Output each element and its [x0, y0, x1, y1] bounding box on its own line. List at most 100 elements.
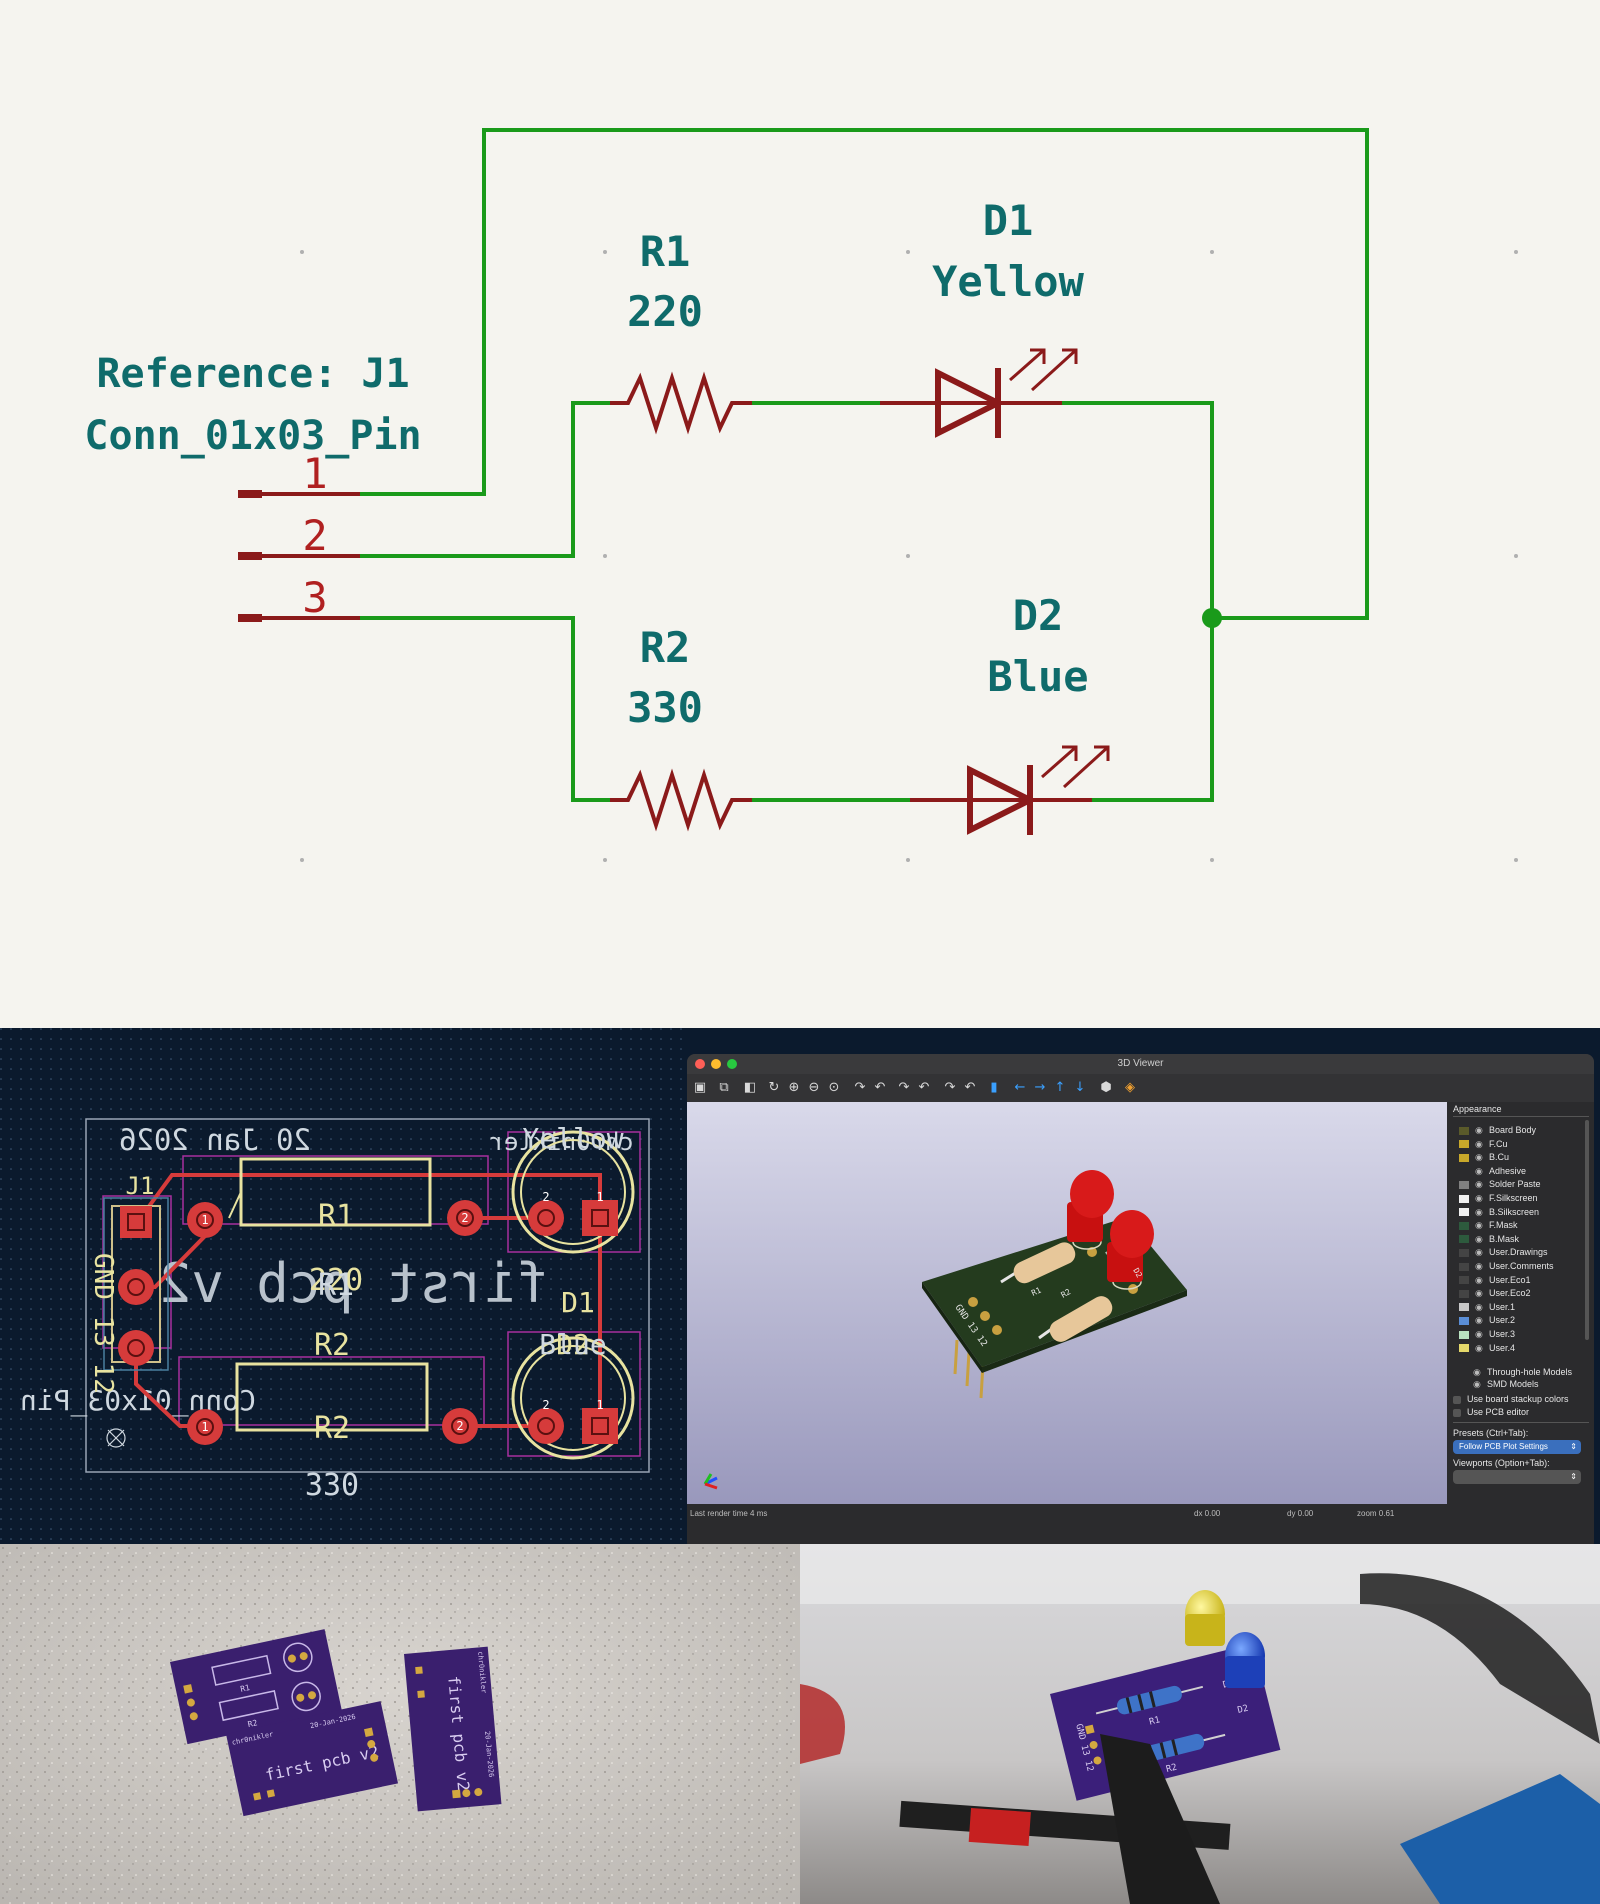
- layer-color-swatch[interactable]: [1459, 1317, 1469, 1326]
- maximize-window-button[interactable]: [727, 1059, 737, 1069]
- zoom-in-icon[interactable]: ⊕: [788, 1080, 800, 1095]
- rotate-x-cw-icon[interactable]: ↷: [854, 1080, 866, 1095]
- layer-row[interactable]: ◉User.Comments: [1459, 1260, 1554, 1272]
- 3d-viewer-window[interactable]: 3D Viewer ▣ ⧉ ◧ ↻ ⊕ ⊖ ⊙ ↷ ↶ ↷ ↶ ↷ ↶ ▮ ← …: [687, 1054, 1594, 1544]
- visible-eye-icon[interactable]: ◉: [1475, 1233, 1483, 1244]
- visible-eye-icon[interactable]: ◉: [1475, 1342, 1483, 1353]
- footprint-r1[interactable]: 1 2 R1 220 R1: [187, 1157, 483, 1303]
- flip-board-icon[interactable]: ▮: [990, 1080, 998, 1095]
- visible-eye-icon[interactable]: ◉: [1475, 1179, 1483, 1190]
- layer-color-swatch[interactable]: [1459, 1153, 1469, 1162]
- photo-resistor-r1: [1116, 1685, 1182, 1715]
- layer-color-swatch[interactable]: [1459, 1194, 1469, 1203]
- footprint-r2[interactable]: 1 2 R2 R2 330: [187, 1328, 478, 1503]
- pcb-editor-panel[interactable]: 20 Jan 2026 chr0nikler first pcb v2 Conn…: [0, 1028, 686, 1544]
- raytrace-icon[interactable]: ◧: [743, 1080, 757, 1095]
- rotate-y-ccw-icon[interactable]: ↶: [918, 1080, 930, 1095]
- layer-row[interactable]: ◉F.Silkscreen: [1459, 1192, 1538, 1204]
- layer-row[interactable]: ◉Adhesive: [1459, 1165, 1526, 1177]
- layer-row[interactable]: ◉ User.1: [1459, 1301, 1515, 1313]
- resistor-r1[interactable]: R1 220: [610, 227, 752, 435]
- layer-row[interactable]: ◉F.Mask: [1459, 1219, 1518, 1231]
- layer-toggle-through-hole[interactable]: ◉Through-hole Models: [1473, 1366, 1572, 1378]
- move-left-icon[interactable]: ←: [1014, 1080, 1026, 1095]
- visible-eye-icon[interactable]: ◉: [1475, 1315, 1483, 1326]
- rotate-z-cw-icon[interactable]: ↷: [944, 1080, 956, 1095]
- layer-color-swatch[interactable]: [1459, 1235, 1469, 1244]
- resistor-r2[interactable]: R2 330: [610, 623, 752, 832]
- copy-clipboard-icon[interactable]: ⧉: [719, 1080, 729, 1095]
- rotate-z-ccw-icon[interactable]: ↶: [964, 1080, 976, 1095]
- layer-list-scrollbar[interactable]: [1585, 1120, 1589, 1340]
- layer-color-swatch[interactable]: [1459, 1344, 1469, 1353]
- layer-row[interactable]: ◉User.3: [1459, 1328, 1515, 1340]
- layer-name: User.1: [1489, 1301, 1516, 1312]
- visible-eye-icon[interactable]: ◉: [1473, 1367, 1481, 1377]
- layer-color-swatch[interactable]: [1459, 1221, 1469, 1230]
- layer-row[interactable]: ◉User.4: [1459, 1342, 1515, 1354]
- layer-color-swatch[interactable]: [1459, 1330, 1469, 1339]
- connector-j1[interactable]: 1 2 3 Reference: J1 Conn_01x03_Pin: [84, 351, 422, 622]
- layer-color-swatch[interactable]: [1459, 1167, 1469, 1175]
- use-stackup-colors-checkbox[interactable]: Use board stackup colors: [1453, 1393, 1569, 1405]
- visible-eye-icon[interactable]: ◉: [1475, 1165, 1483, 1176]
- layer-row[interactable]: ◉User.Drawings: [1459, 1246, 1548, 1258]
- layer-color-swatch[interactable]: [1459, 1126, 1469, 1135]
- move-right-icon[interactable]: →: [1034, 1080, 1046, 1095]
- visible-eye-icon[interactable]: ◉: [1475, 1152, 1483, 1163]
- layer-row[interactable]: ◉B.Cu: [1459, 1151, 1509, 1163]
- toggle-layers-icon[interactable]: ◈: [1125, 1080, 1135, 1095]
- rotate-x-ccw-icon[interactable]: ↶: [874, 1080, 886, 1095]
- view-3d-cube-icon[interactable]: ⬢: [1100, 1080, 1112, 1095]
- visible-eye-icon[interactable]: ◉: [1475, 1206, 1483, 1217]
- layer-color-swatch[interactable]: [1459, 1262, 1469, 1271]
- footprint-d1[interactable]: 2 1 Yellow D1: [511, 1122, 635, 1319]
- visible-eye-icon[interactable]: ◉: [1475, 1125, 1483, 1135]
- 3d-viewport[interactable]: R1 R2 D1 D2: [687, 1102, 1447, 1504]
- led-d1[interactable]: D1 Yellow: [880, 196, 1085, 438]
- pcb-canvas[interactable]: 20 Jan 2026 chr0nikler first pcb v2 Conn…: [0, 1028, 686, 1544]
- layer-row[interactable]: ◉B.Silkscreen: [1459, 1206, 1539, 1218]
- layer-row[interactable]: ◉F.Cu: [1459, 1138, 1508, 1150]
- led-d2[interactable]: D2 Blue: [910, 591, 1110, 835]
- minimize-window-button[interactable]: [711, 1059, 721, 1069]
- visible-eye-icon[interactable]: ◉: [1475, 1193, 1483, 1203]
- close-window-button[interactable]: [695, 1059, 705, 1069]
- layer-color-swatch[interactable]: [1459, 1208, 1469, 1217]
- visible-eye-icon[interactable]: ◉: [1475, 1301, 1483, 1312]
- layer-color-swatch[interactable]: [1459, 1140, 1469, 1149]
- layer-row[interactable]: ◉User.Eco1: [1459, 1274, 1531, 1286]
- layer-row[interactable]: ◉User.2: [1459, 1314, 1515, 1326]
- visible-eye-icon[interactable]: ◉: [1475, 1261, 1483, 1271]
- layer-toggle-smd[interactable]: ◉SMD Models: [1473, 1378, 1539, 1390]
- layer-color-swatch[interactable]: [1459, 1181, 1469, 1190]
- layer-color-swatch[interactable]: [1459, 1249, 1469, 1258]
- layer-row[interactable]: ◉Board Body: [1459, 1124, 1536, 1136]
- visible-eye-icon[interactable]: ◉: [1473, 1379, 1481, 1389]
- visible-eye-icon[interactable]: ◉: [1475, 1274, 1483, 1285]
- rotate-y-cw-icon[interactable]: ↷: [898, 1080, 910, 1095]
- visible-eye-icon[interactable]: ◉: [1475, 1247, 1483, 1258]
- layer-row[interactable]: ◉B.Mask: [1459, 1233, 1519, 1245]
- layer-row[interactable]: ◉User.Eco2: [1459, 1287, 1531, 1299]
- window-titlebar[interactable]: 3D Viewer: [687, 1054, 1594, 1074]
- visible-eye-icon[interactable]: ◉: [1475, 1138, 1483, 1149]
- move-up-icon[interactable]: ↑: [1054, 1080, 1066, 1095]
- use-pcb-editor-checkbox[interactable]: Use PCB editor: [1453, 1406, 1529, 1418]
- layer-row[interactable]: ◉Solder Paste: [1459, 1178, 1541, 1190]
- visible-eye-icon[interactable]: ◉: [1475, 1329, 1483, 1339]
- export-image-icon[interactable]: ▣: [693, 1080, 707, 1095]
- layer-color-swatch[interactable]: [1459, 1276, 1469, 1285]
- layer-color-swatch[interactable]: [1459, 1289, 1469, 1298]
- zoom-fit-icon[interactable]: ⊙: [828, 1080, 840, 1095]
- zoom-out-icon[interactable]: ⊖: [808, 1080, 820, 1095]
- viewports-select[interactable]: ⇕: [1453, 1470, 1581, 1484]
- move-down-icon[interactable]: ↓: [1074, 1080, 1086, 1095]
- reload-icon[interactable]: ↻: [768, 1080, 780, 1095]
- visible-eye-icon[interactable]: ◉: [1475, 1288, 1483, 1299]
- visible-eye-icon[interactable]: ◉: [1475, 1220, 1483, 1231]
- footprint-j1[interactable]: J1 GND 13 12: [88, 1172, 169, 1448]
- presets-select[interactable]: Follow PCB Plot Settings⇕: [1453, 1440, 1581, 1454]
- layer-color-swatch[interactable]: [1459, 1303, 1469, 1312]
- footprint-d2[interactable]: 2 1 D2 Blue: [511, 1328, 635, 1460]
